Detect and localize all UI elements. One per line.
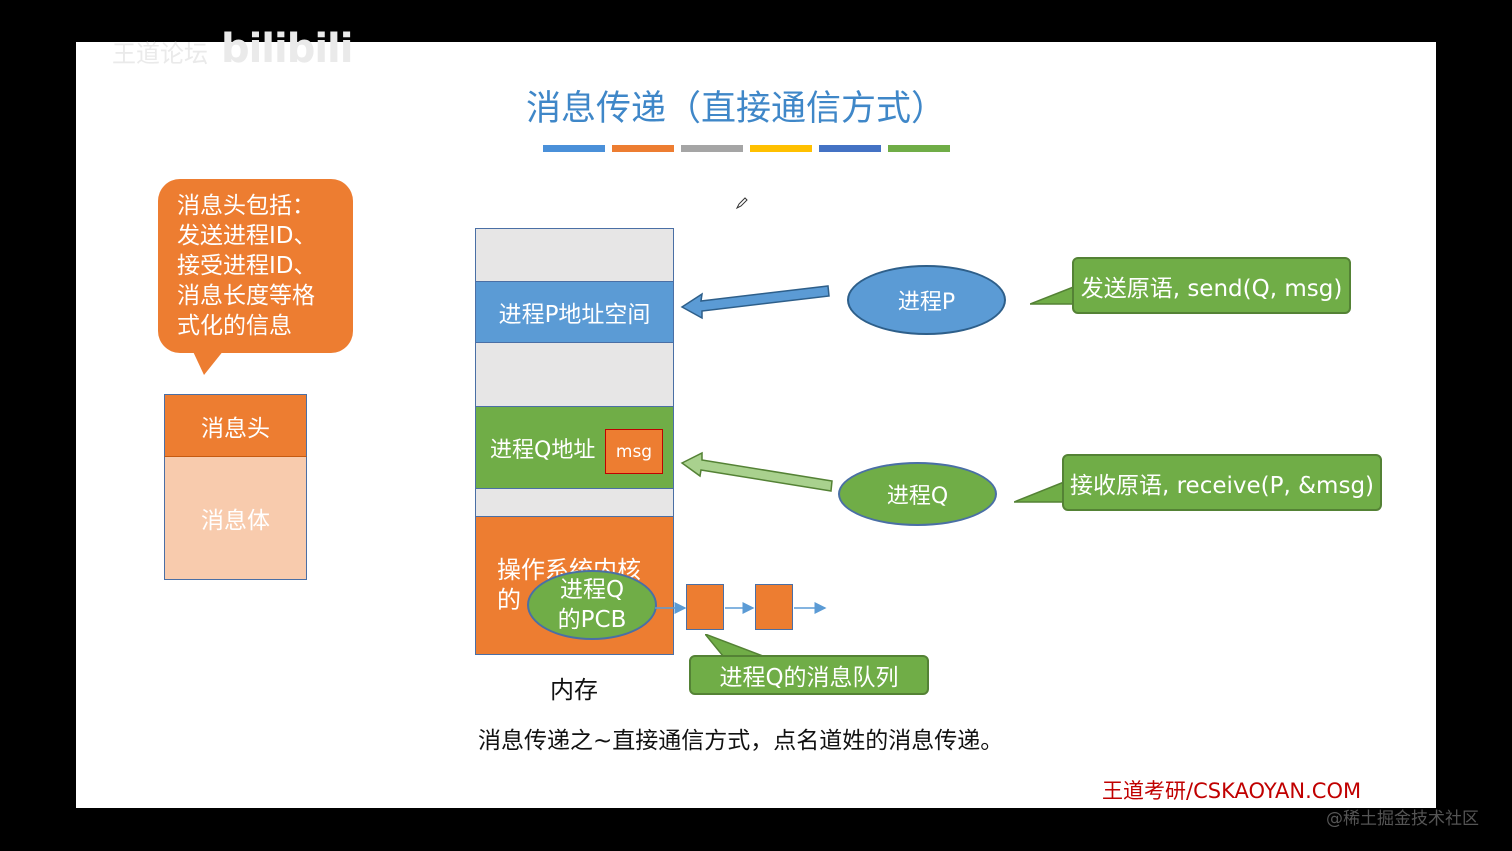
caption: 消息传递之~直接通信方式，点名道姓的消息传递。 (478, 728, 1004, 754)
process-q-address-space: 进程Q地址 (475, 406, 674, 489)
watermark: 王道论坛 bilibili (112, 26, 354, 72)
header-callout-line: 消息头包括： (177, 193, 315, 219)
title-bar-orange (612, 145, 674, 152)
send-primitive: 发送原语, send(Q, msg) (1072, 257, 1351, 314)
process-q: 进程Q (838, 462, 997, 526)
header-callout-line: 发送进程ID、 (177, 223, 317, 249)
header-callout: 消息头包括： 发送进程ID、 接受进程ID、 消息长度等格 式化的信息 (158, 179, 353, 353)
header-callout-line: 消息长度等格 (177, 283, 315, 309)
queue-node (755, 584, 793, 630)
title-bar-blue (543, 145, 605, 152)
brand: 王道考研/CSKAOYAN.COM (1102, 779, 1362, 803)
receive-primitive: 接收原语, receive(P, &msg) (1062, 454, 1382, 511)
watermark-text: 王道论坛 (112, 40, 208, 68)
process-q-pcb: 进程Q 的PCB (527, 570, 657, 640)
header-callout-line: 式化的信息 (177, 313, 292, 339)
pcb-line: 进程Q (559, 577, 625, 603)
juejin-watermark: @稀土掘金技术社区 (1326, 809, 1479, 829)
header-callout-line: 接受进程ID、 (177, 253, 317, 279)
receive-arrow (680, 451, 833, 492)
send-callout-tail (1030, 284, 1077, 305)
process-p-address-space: 进程P地址空间 (475, 281, 674, 343)
process-p: 进程P (847, 265, 1006, 335)
msg-box: msg (605, 429, 663, 474)
message-body: 消息体 (164, 456, 307, 580)
title-bar-yellow (750, 145, 812, 152)
memory-label: 内存 (550, 676, 598, 704)
title-bar-green (888, 145, 950, 152)
pen-cursor-icon (735, 197, 748, 210)
receive-callout-tail (1014, 480, 1065, 503)
queue-arrows (655, 602, 827, 614)
message-head: 消息头 (164, 394, 307, 456)
title-bar-darkblue (819, 145, 881, 152)
pcb-line: 的PCB (557, 607, 627, 633)
message-queue-label: 进程Q的消息队列 (689, 655, 929, 695)
bilibili-logo: bilibili (220, 26, 354, 72)
queue-node (686, 584, 724, 630)
title-bar-gray (681, 145, 743, 152)
send-arrow (680, 285, 830, 320)
page-title: 消息传递（直接通信方式） (526, 89, 947, 129)
